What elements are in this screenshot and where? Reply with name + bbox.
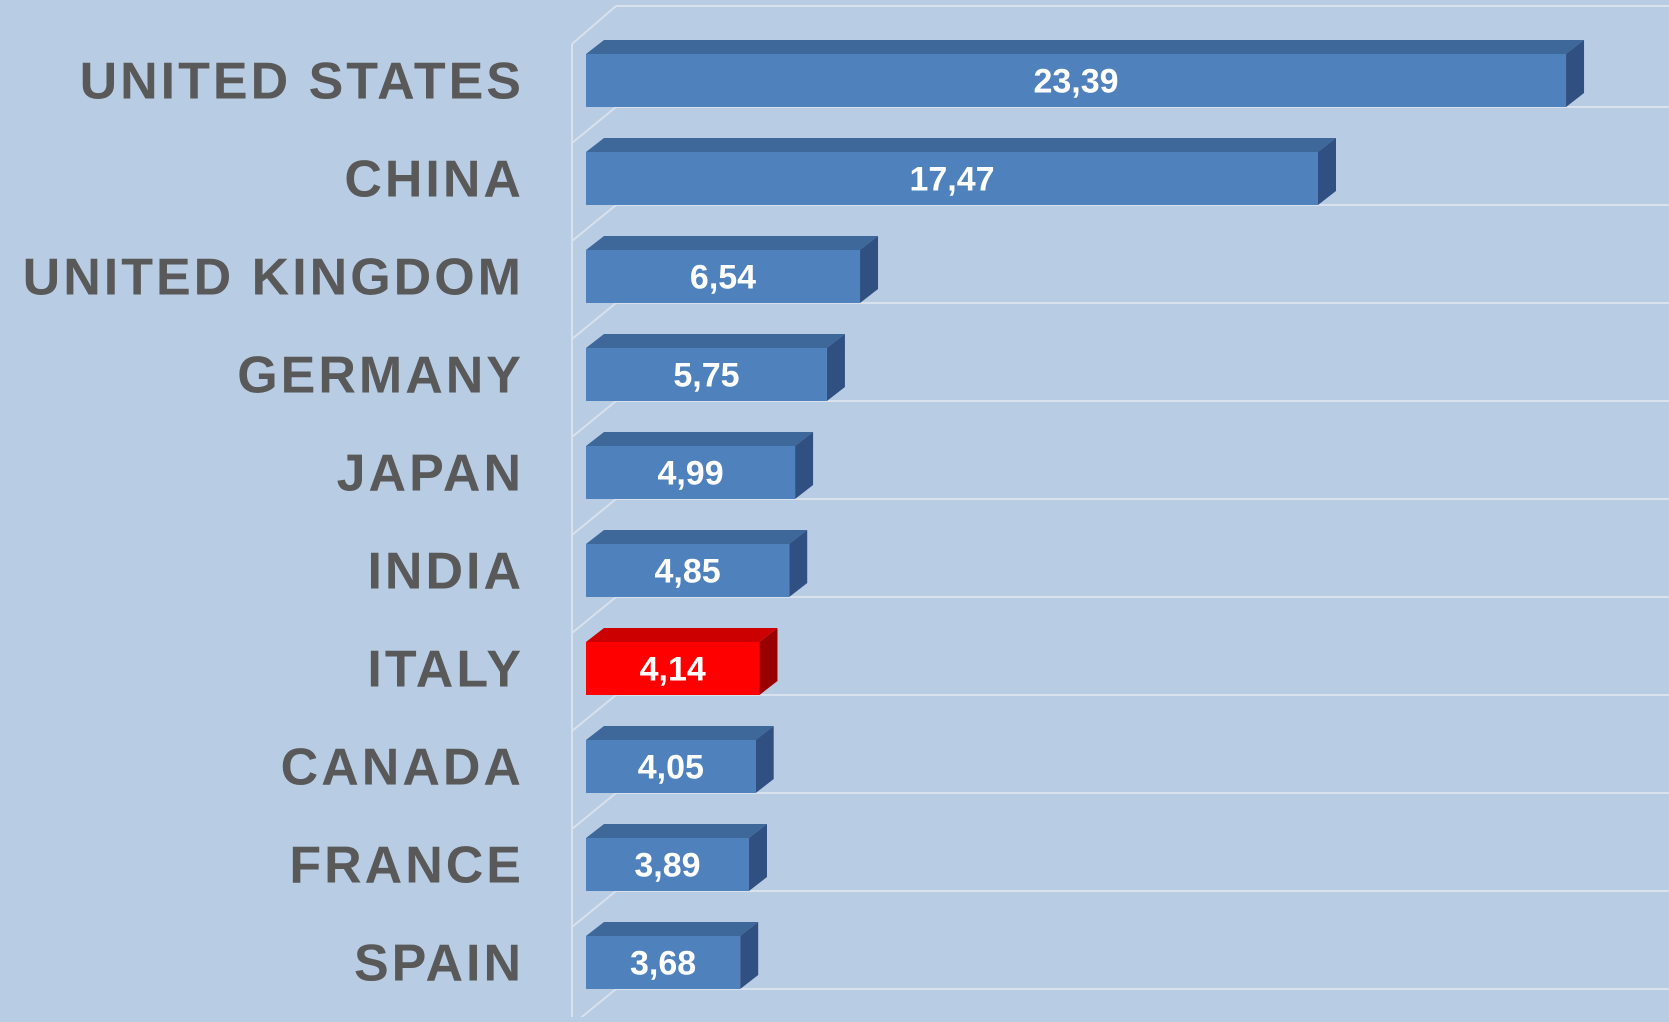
- bar-front-face: [586, 54, 1567, 107]
- bar-front-face: [586, 740, 756, 793]
- bar-front-face: [586, 446, 796, 499]
- bar-side-face: [789, 530, 808, 597]
- axis-wall-diagonal: [571, 5, 617, 45]
- data-label: 4,85: [655, 553, 721, 591]
- bar-front-face: [586, 152, 1318, 205]
- bar-top-face: [586, 236, 879, 250]
- data-label: 4,05: [638, 749, 704, 787]
- bar-side-face: [748, 824, 767, 891]
- bar-front-face: [586, 838, 749, 891]
- bar-top-face: [586, 138, 1336, 152]
- category-label: SPAIN: [354, 935, 524, 993]
- bar-side-face: [1317, 138, 1336, 205]
- category-label: JAPAN: [337, 445, 524, 503]
- bar: [586, 40, 1585, 107]
- category-label: CANADA: [281, 739, 524, 797]
- labels-layer: 23,39 UNITED STATES 17,47 CHINA 6,54 UNITED K…: [23, 53, 1119, 993]
- bar: [586, 628, 778, 695]
- bars-layer: [586, 40, 1585, 989]
- bar-side-face: [795, 432, 814, 499]
- category-label: UNITED KINGDOM: [23, 249, 524, 307]
- category-label: FRANCE: [289, 837, 524, 895]
- bar: [586, 726, 774, 793]
- category-label: ITALY: [367, 641, 524, 699]
- grid-line-diagonal: [571, 596, 617, 634]
- data-label: 4,14: [640, 651, 706, 689]
- data-label: 4,99: [657, 455, 723, 493]
- grid-line-diagonal: [571, 890, 617, 928]
- bar: [586, 922, 759, 989]
- bar-side-face: [860, 236, 879, 303]
- bar-top-face: [586, 628, 778, 642]
- data-label: 23,39: [1033, 63, 1118, 101]
- category-label: CHINA: [344, 151, 524, 209]
- data-label: 5,75: [673, 357, 739, 395]
- bar: [586, 530, 808, 597]
- grid-line-diagonal: [571, 792, 617, 830]
- category-label: UNITED STATES: [80, 53, 524, 111]
- grid-line-diagonal: [571, 204, 617, 242]
- bar-front-face: [586, 642, 760, 695]
- category-label: GERMANY: [237, 347, 524, 405]
- bar-top-face: [586, 40, 1585, 54]
- grid-line-diagonal: [571, 694, 617, 732]
- bar-front-face: [586, 348, 827, 401]
- bar-top-face: [586, 726, 774, 740]
- bar-top-face: [586, 334, 845, 348]
- bar-top-face: [586, 432, 814, 446]
- bar-top-face: [586, 824, 767, 838]
- category-label: INDIA: [367, 543, 524, 601]
- bar-top-face: [586, 530, 808, 544]
- bar: [586, 138, 1336, 205]
- bar: [586, 432, 814, 499]
- bar-side-face: [826, 334, 845, 401]
- grid-line-diagonal: [571, 400, 617, 438]
- data-label: 3,68: [630, 945, 696, 983]
- grid-line-diagonal: [571, 106, 617, 144]
- grid-line-diagonal: [571, 302, 617, 340]
- bar: [586, 334, 845, 401]
- bar-side-face: [740, 922, 759, 989]
- data-label: 6,54: [690, 259, 756, 297]
- bar: [586, 824, 767, 891]
- bar-side-face: [1566, 40, 1585, 107]
- grid-line-diagonal: [574, 988, 617, 1022]
- bar-side-face: [759, 628, 778, 695]
- bar-top-face: [586, 922, 759, 936]
- data-label: 3,89: [634, 847, 700, 885]
- bar-front-face: [586, 936, 741, 989]
- data-label: 17,47: [909, 161, 994, 199]
- bar-front-face: [586, 544, 790, 597]
- bar-front-face: [586, 250, 861, 303]
- grid-line-diagonal: [571, 498, 617, 536]
- bar-side-face: [755, 726, 774, 793]
- bar: [586, 236, 879, 303]
